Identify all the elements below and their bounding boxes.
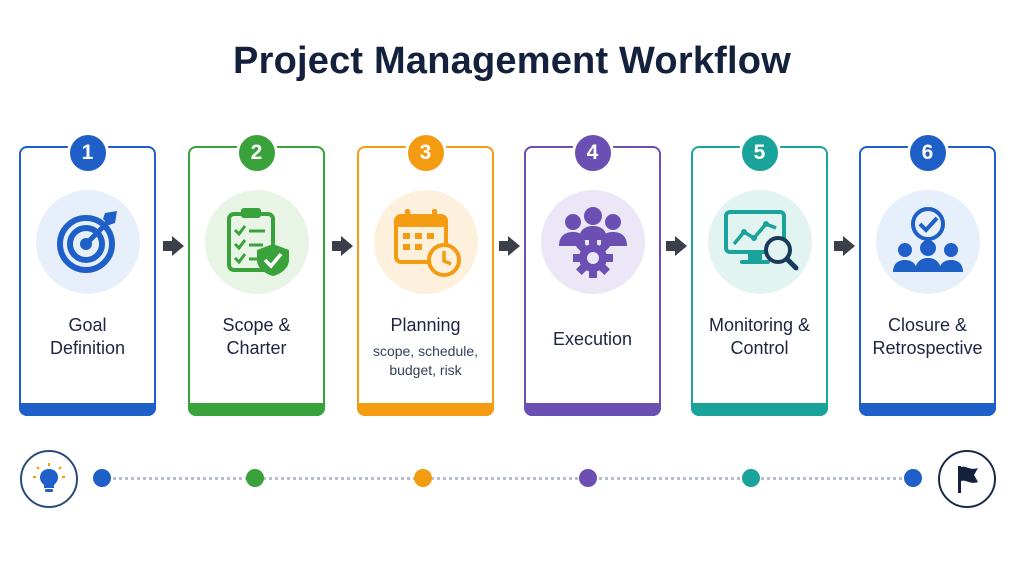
timeline-dot (246, 469, 264, 487)
timeline-dotted-line (102, 477, 914, 480)
step-number-badge: 3 (404, 132, 447, 174)
step-card-goal-definition: 1 Goal Definition (19, 132, 156, 416)
step-label-line1: Goal (68, 315, 107, 335)
page-title: Project Management Workflow (233, 40, 791, 82)
step-color-bar (188, 403, 325, 416)
step-label: Planning (390, 315, 461, 335)
step-label-line2: Retrospective (872, 338, 983, 358)
timeline-dot (414, 469, 432, 487)
step-card-execution: 4 (524, 132, 661, 416)
timeline-dot (579, 469, 597, 487)
team-gear-icon (540, 190, 645, 294)
step-label-line1: Monitoring & (708, 315, 811, 335)
step-number-badge: 6 (906, 132, 949, 174)
arrow-right-icon (332, 236, 354, 256)
step-color-bar (691, 403, 828, 416)
target-icon (35, 190, 140, 294)
workflow-steps: 1 Goal Definition 2 (19, 132, 996, 416)
monitor-magnifier-icon (707, 190, 812, 294)
step-color-bar (524, 403, 661, 416)
step-label: Closure & Retrospective (861, 314, 994, 360)
arrow-right-icon (834, 236, 856, 256)
step-label-line2: Definition (49, 338, 126, 358)
step-color-bar (357, 403, 494, 416)
step-label: Execution (552, 329, 633, 349)
step-number-badge: 4 (571, 132, 614, 174)
step-label-line2: Charter (226, 338, 287, 358)
step-label: Scope & Charter (190, 314, 323, 360)
step-color-bar (19, 403, 156, 416)
timeline (0, 440, 1024, 520)
step-number-badge: 1 (66, 132, 109, 174)
step-number-badge: 2 (235, 132, 278, 174)
clipboard-shield-icon (204, 190, 309, 294)
arrow-right-icon (499, 236, 521, 256)
step-label: Monitoring & Control (693, 314, 826, 360)
step-card-scope-charter: 2 Scope & Charter (188, 132, 325, 416)
step-card-monitoring-control: 5 Monitoring & Control (691, 132, 828, 416)
calendar-clock-icon (373, 190, 478, 294)
arrow-right-icon (163, 236, 185, 256)
flag-icon (938, 450, 996, 508)
step-label-line2: Control (730, 338, 789, 358)
timeline-dot (904, 469, 922, 487)
step-card-planning: 3 Planning scope, schedule, budget, risk (357, 132, 494, 416)
step-label-line1: Scope & (222, 315, 291, 335)
timeline-dot (742, 469, 760, 487)
team-check-icon (875, 190, 980, 294)
step-card-closure-retrospective: 6 Closure & Retrospective (859, 132, 996, 416)
lightbulb-icon (20, 450, 78, 508)
step-label-line1: Closure & (887, 315, 968, 335)
step-label: Goal Definition (21, 314, 154, 360)
step-number-badge: 5 (738, 132, 781, 174)
timeline-dot (93, 469, 111, 487)
arrow-right-icon (666, 236, 688, 256)
step-sublabel: scope, schedule, budget, risk (372, 343, 479, 378)
step-color-bar (859, 403, 996, 416)
